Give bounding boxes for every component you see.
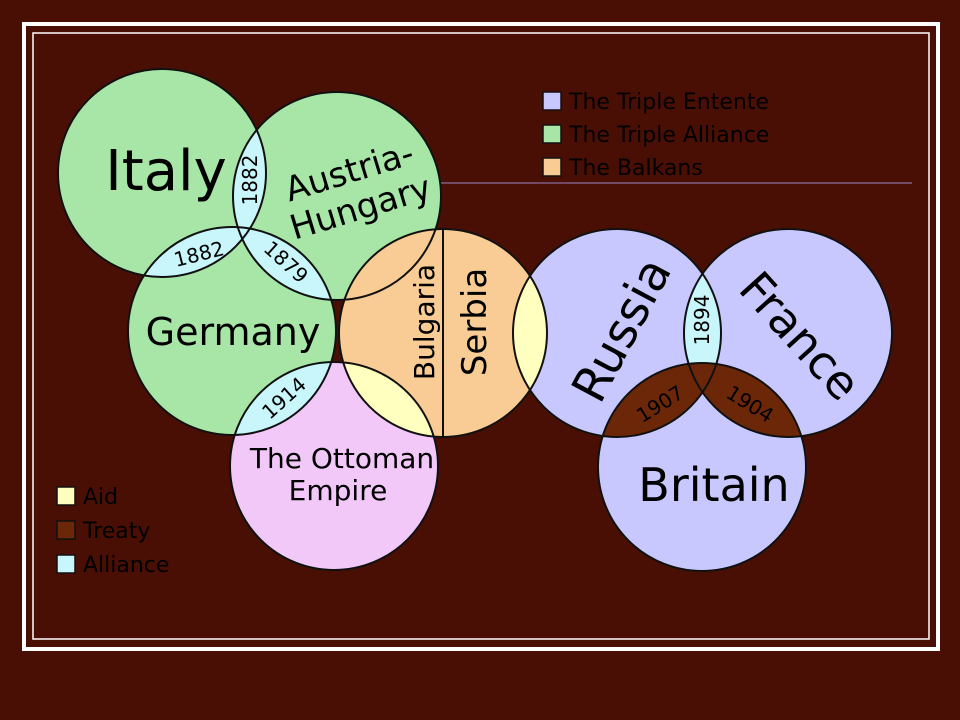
legend-group-swatch [542,157,562,177]
circle-outlines [57,68,893,572]
legend-group-swatch [542,124,562,144]
label-britain: Britain [638,458,789,512]
lens-germany-austria [233,227,336,300]
label-serbia: Serbia [455,268,495,376]
lens-balkans-ottoman [339,362,438,437]
lens-russia-britain [598,363,721,437]
circle-italy [58,69,266,277]
slide-frame-inner [32,32,930,640]
legend-link-swatch [56,520,76,540]
year-italy-austria: 1882 [238,155,262,206]
lens-france-britain [684,363,806,437]
label-ottoman-line1: The Ottoman [249,442,434,475]
label-ottoman-line2: Empire [289,474,388,507]
year-russia-france: 1894 [690,295,714,346]
legend-link-swatch [56,554,76,574]
label-italy: Italy [105,139,227,204]
legend-link-label: Alliance [83,553,169,578]
label-germany: Germany [146,310,321,354]
legend-link-swatch [56,486,76,506]
lens-germany-ottoman [230,362,336,435]
legend-link-label: Aid [83,485,118,510]
slide-frame-outer [22,22,940,651]
label-bulgaria: Bulgaria [408,264,441,380]
legend-group-label: The Triple Entente [568,90,769,115]
legend-group-label: The Triple Alliance [568,123,769,148]
legend-group-swatch [542,91,562,111]
legend-link-label: Treaty [82,519,150,544]
legend-group-label: The Balkans [568,156,703,181]
